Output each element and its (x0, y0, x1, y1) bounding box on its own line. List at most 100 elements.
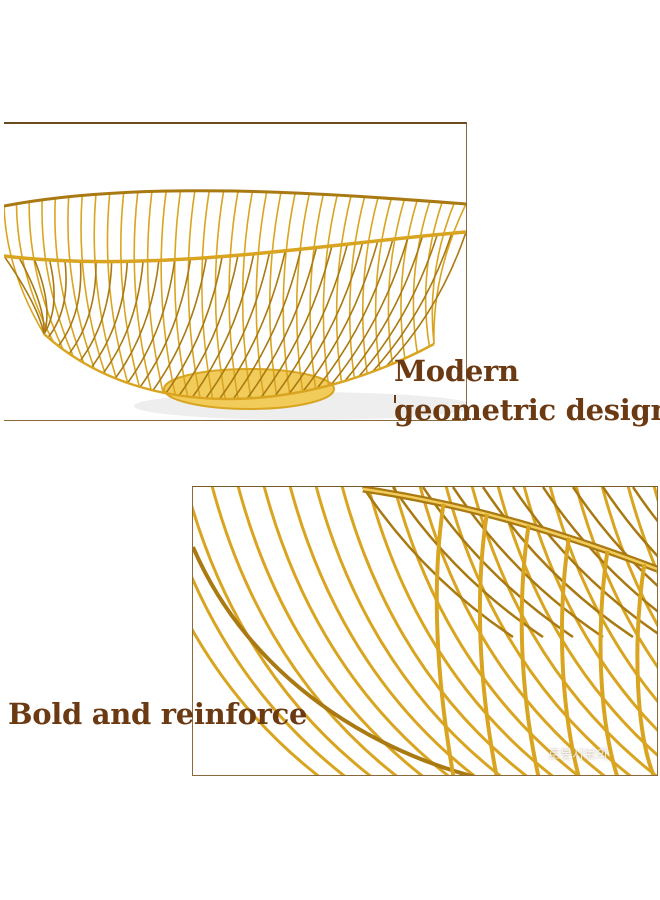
basket-wire (120, 192, 141, 387)
basket-front-rim (4, 230, 466, 264)
closeup-vertical-wire (559, 537, 581, 775)
caption-modern: Modern (394, 354, 519, 388)
closeup-wire-diagonal (481, 487, 634, 639)
closeup-wire (392, 487, 580, 775)
caption-divider (394, 395, 396, 403)
closeup-vertical-wire (434, 503, 456, 775)
basket-wire (218, 250, 287, 400)
basket-wire (268, 192, 282, 396)
basket-wire (126, 259, 176, 384)
basket-wire (165, 256, 223, 394)
wire-basket-closeup-illustration (193, 487, 657, 775)
closeup-vertical-wire (598, 550, 619, 775)
basket-wire (335, 195, 352, 383)
closeup-wire (210, 487, 398, 775)
closeup-wire-diagonal (421, 487, 574, 639)
basket-wire (57, 261, 82, 347)
basket-wire (424, 201, 443, 347)
basket-wire (187, 190, 201, 399)
basket-wire (316, 238, 394, 389)
closeup-bowl-edge (193, 546, 476, 775)
basket-wire (295, 193, 311, 392)
closeup-wire-diagonal (631, 487, 657, 523)
basket-wire (4, 205, 45, 335)
closeup-wire (418, 487, 606, 775)
basket-wire (28, 201, 64, 350)
caption-geometric-design: geometric design (394, 393, 660, 427)
basket-wire (173, 190, 189, 397)
basket-wire (160, 190, 177, 396)
basket-wire (274, 243, 349, 397)
basket-wire (139, 258, 192, 388)
basket-wire (371, 233, 453, 373)
closeup-vertical-wire (477, 513, 499, 775)
basket-wire (191, 253, 255, 398)
basket-wire (400, 200, 418, 359)
basket-wire (385, 231, 466, 368)
basket-wire (412, 201, 431, 353)
closeup-wire (340, 487, 528, 775)
closeup-wire (626, 487, 657, 575)
closeup-wire (496, 487, 657, 757)
closeup-wire (193, 575, 346, 775)
closeup-rim-highlight (362, 487, 657, 571)
basket-photo-closeup (192, 486, 658, 776)
basket-wire (18, 257, 45, 335)
basket-wire (374, 198, 393, 370)
basket-wire (232, 249, 302, 400)
basket-wire (246, 247, 318, 399)
basket-wire (330, 237, 409, 386)
basket-wire (358, 234, 439, 378)
closeup-wire (444, 487, 632, 775)
basket-wire (309, 194, 325, 389)
closeup-wire (314, 487, 502, 775)
basket-wire (344, 235, 424, 382)
basket-bottom-ring (43, 333, 435, 401)
basket-wire (68, 261, 97, 355)
basket-wire (322, 194, 339, 386)
basket-back-rim (4, 189, 466, 208)
closeup-vertical-wire (519, 525, 541, 775)
basket-wire (433, 203, 466, 345)
basket-wire (41, 199, 75, 357)
basket-wire (43, 259, 55, 335)
basket-wire (93, 194, 118, 379)
closeup-wire (600, 487, 657, 627)
closeup-wire (193, 627, 320, 775)
basket-wire (67, 196, 96, 369)
closeup-vertical-wire (635, 563, 656, 775)
basket-wire (80, 195, 106, 375)
basket-wire (260, 245, 333, 398)
basket-wire (302, 240, 379, 392)
closeup-wire (236, 487, 424, 775)
basket-wire (241, 191, 254, 399)
closeup-wire-diagonal (571, 487, 657, 587)
basket-wire (102, 260, 144, 374)
basket-wire (152, 257, 208, 391)
basket-wire (47, 260, 67, 339)
basket-wire (431, 202, 455, 345)
closeup-wire-diagonal (541, 487, 657, 613)
basket-wire (387, 199, 406, 365)
basket-photo-overview (4, 122, 467, 421)
closeup-wire (548, 487, 657, 703)
caption-bold-reinforce: Bold and reinforce (8, 697, 308, 731)
basket-wire (146, 191, 164, 393)
closeup-wire-diagonal (511, 487, 657, 635)
basket-wire (288, 242, 364, 395)
basket-wire (282, 192, 296, 394)
basket-wire (114, 260, 160, 379)
wire-basket-illustration (4, 189, 466, 420)
basket-wire (4, 255, 45, 335)
closeup-wire-diagonal (601, 487, 657, 558)
watermark-logo: 로봇시보의 (548, 748, 608, 763)
basket-wire (79, 261, 113, 362)
closeup-wire-diagonal (361, 487, 514, 639)
closeup-wire (574, 487, 657, 669)
basket-wire (133, 191, 152, 391)
closeup-wire (262, 487, 450, 775)
basket-wire (205, 252, 271, 399)
basket-wire (33, 258, 48, 335)
basket-wire (255, 191, 268, 398)
basket-wire (90, 261, 129, 368)
